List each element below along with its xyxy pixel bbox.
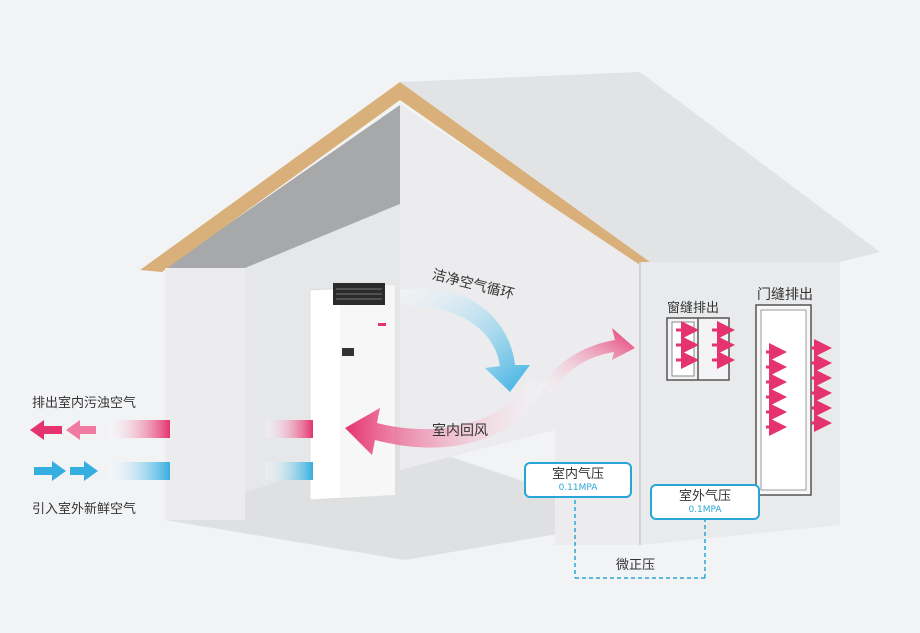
clean-air-cycle-arrow [400, 288, 530, 392]
window-exhaust-label: 窗缝排出 [667, 301, 720, 316]
indoor-pressure-title: 室内气压 [551, 467, 604, 482]
window-exhaust-arrows [676, 321, 735, 369]
roof-outer [400, 72, 880, 262]
indoor-pressure-value: 0.11MPA [558, 483, 598, 493]
front-wall-left [165, 268, 245, 520]
indoor-pressure-box: 室内气压 0.11MPA [524, 462, 632, 498]
exhaust-indoor-label: 排出室内污浊空气 [32, 396, 137, 411]
exhaust-to-window-arrow [540, 328, 635, 392]
door-exhaust-arrows [766, 339, 832, 436]
outdoor-pressure-value: 0.1MPA [688, 505, 722, 515]
floor [165, 440, 640, 560]
outdoor-pressure-box: 室外气压 0.1MPA [650, 484, 760, 520]
micro-positive-label: 微正压 [616, 558, 656, 573]
door-exhaust-label: 门缝排出 [757, 287, 813, 303]
pressure-connector [574, 500, 706, 579]
intake-outdoor-label: 引入室外新鲜空气 [32, 502, 137, 517]
exhaust-pipes [30, 420, 313, 440]
window-icon [666, 317, 730, 381]
fresh-air-unit-icon [309, 283, 396, 501]
outdoor-pressure-title: 室外气压 [678, 489, 731, 504]
intake-pipes [34, 461, 313, 481]
indoor-return-label: 室内回风 [432, 423, 488, 439]
door-icon [755, 304, 812, 496]
indoor-return-arrow [345, 380, 545, 455]
